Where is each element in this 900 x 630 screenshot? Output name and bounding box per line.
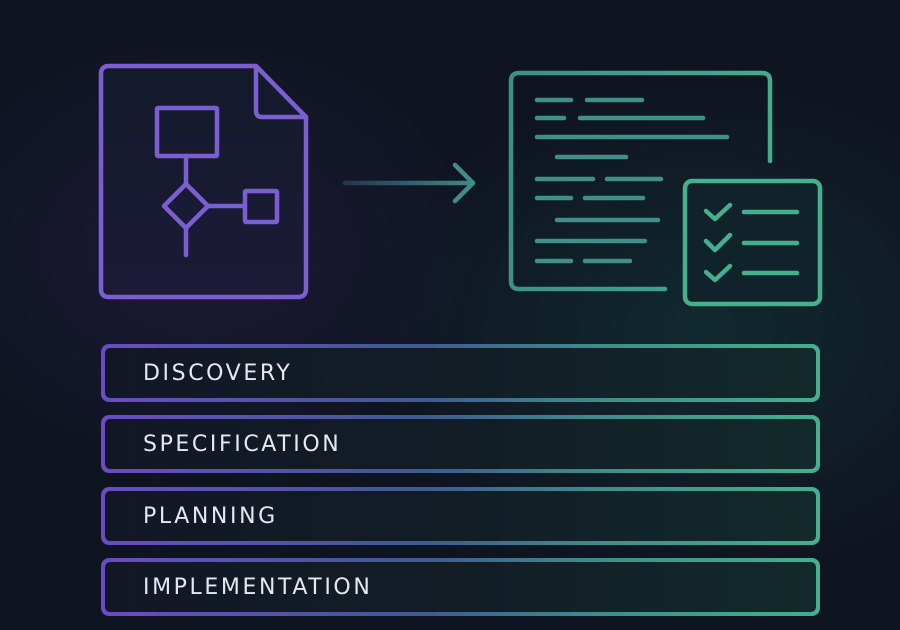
stage-discovery: DISCOVERY [101, 344, 820, 402]
stage-label: PLANNING [143, 503, 278, 529]
stage-implementation: IMPLEMENTATION [101, 558, 820, 616]
stage-label: SPECIFICATION [143, 431, 342, 457]
arrow-right-icon [342, 162, 476, 204]
stage-specification: SPECIFICATION [101, 415, 820, 473]
spec-document-icon [508, 70, 773, 292]
stage-label: IMPLEMENTATION [143, 574, 373, 600]
stage-planning: PLANNING [101, 487, 820, 545]
checklist-icon [682, 178, 823, 307]
check-icon [703, 263, 733, 283]
stage-label: DISCOVERY [143, 360, 293, 386]
check-icon [703, 232, 733, 253]
check-icon [703, 202, 733, 222]
flowchart-document-icon [98, 63, 309, 300]
